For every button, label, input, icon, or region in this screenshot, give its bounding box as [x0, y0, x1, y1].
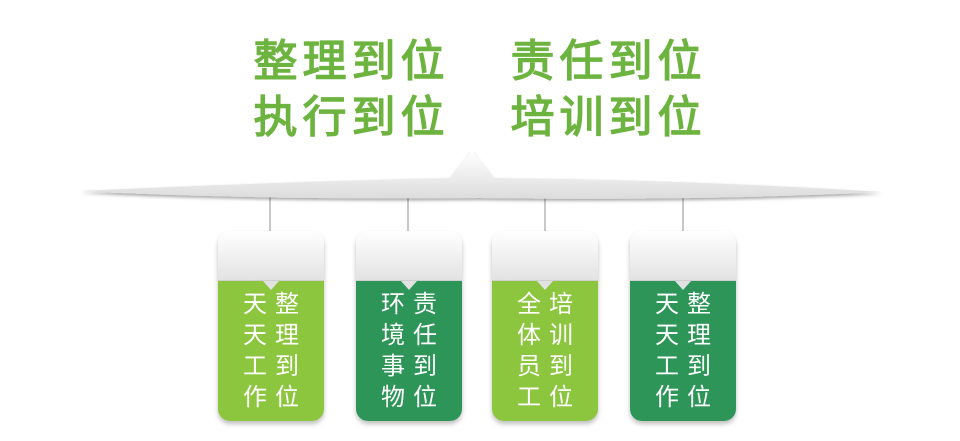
card-body: 天 整 天 理 工 到 作 位 — [630, 281, 736, 421]
card-char: 到 — [687, 352, 711, 380]
headline-line-2: 执行到位 培训到位 — [253, 92, 707, 143]
card-char: 员 — [517, 352, 541, 380]
card-char: 位 — [549, 383, 573, 411]
card-char: 到 — [275, 352, 299, 380]
card-char: 到 — [549, 352, 573, 380]
card-3: 全 培 体 训 员 到 工 位 — [492, 231, 598, 421]
card-char: 位 — [687, 383, 711, 411]
card-body: 全 培 体 训 员 到 工 位 — [492, 281, 598, 421]
card-char: 理 — [275, 321, 299, 349]
card-char: 整 — [687, 290, 711, 318]
card-char: 境 — [381, 321, 405, 349]
card-notch — [537, 281, 553, 290]
card-char: 作 — [243, 383, 267, 411]
card-char: 训 — [549, 321, 573, 349]
card-char: 责 — [413, 290, 437, 318]
card-char: 整 — [275, 290, 299, 318]
shelf-bar — [80, 151, 882, 199]
card-char: 全 — [517, 290, 541, 318]
card-char: 天 — [243, 290, 267, 318]
card-cap — [218, 231, 324, 281]
card-body: 天 整 天 理 工 到 作 位 — [218, 281, 324, 421]
card-text: 全 培 体 训 员 到 工 位 — [513, 289, 577, 413]
card-2: 环 责 境 任 事 到 物 位 — [356, 231, 462, 421]
card-text: 天 整 天 理 工 到 作 位 — [651, 289, 715, 413]
card-cap — [356, 231, 462, 281]
card-char: 培 — [549, 290, 573, 318]
card-char: 环 — [381, 290, 405, 318]
card-char: 天 — [655, 321, 679, 349]
card-text: 天 整 天 理 工 到 作 位 — [239, 289, 303, 413]
card-char: 天 — [655, 290, 679, 318]
card-char: 作 — [655, 383, 679, 411]
card-char: 工 — [243, 352, 267, 380]
card-char: 物 — [381, 383, 405, 411]
card-char: 工 — [517, 383, 541, 411]
card-1: 天 整 天 理 工 到 作 位 — [218, 231, 324, 421]
card-char: 位 — [275, 383, 299, 411]
card-notch — [401, 281, 417, 290]
card-char: 天 — [243, 321, 267, 349]
card-char: 位 — [413, 383, 437, 411]
card-char: 事 — [381, 352, 405, 380]
card-text: 环 责 境 任 事 到 物 位 — [377, 289, 441, 413]
card-char: 体 — [517, 321, 541, 349]
card-char: 任 — [413, 321, 437, 349]
card-char: 工 — [655, 352, 679, 380]
card-notch — [263, 281, 279, 290]
card-connectors — [269, 194, 684, 234]
card-cap — [630, 231, 736, 281]
card-char: 到 — [413, 352, 437, 380]
card-notch — [675, 281, 691, 290]
card-cap — [492, 231, 598, 281]
card-4: 天 整 天 理 工 到 作 位 — [630, 231, 736, 421]
card-char: 理 — [687, 321, 711, 349]
headline-line-1: 整理到位 责任到位 — [253, 36, 707, 87]
card-body: 环 责 境 任 事 到 物 位 — [356, 281, 462, 421]
